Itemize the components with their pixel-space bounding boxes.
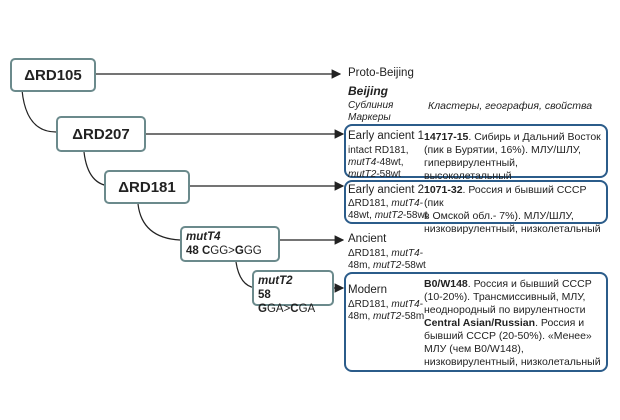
node-mutT2-sub: 58 GGA>CGA [258, 289, 316, 315]
box-modern: Modern ΔRD181, mutT4- 48m, mutT2-58m B0/… [344, 272, 608, 372]
node-rd105-label: ΔRD105 [24, 66, 82, 84]
node-mutT4-title: mutT4 [186, 231, 221, 243]
header-clusters: Кластеры, география, свойства [428, 100, 593, 112]
header-beijing: Beijing [348, 84, 389, 98]
node-mutT4-sub: 48 CGG>GGG [186, 245, 262, 257]
early-ancient-2-markers: ΔRD181, mutT4- 48wt, mutT2-58wt [348, 198, 428, 221]
connector-rd181-mutT4 [137, 203, 181, 241]
early-ancient-1-name: Early ancient 1 [348, 130, 425, 142]
node-rd207: ΔRD207 [56, 116, 146, 152]
box-early-ancient-1: Early ancient 1 intact RD181, mutT4-48wt… [344, 124, 608, 182]
early-ancient-2-name: Early ancient 2 [348, 184, 425, 196]
node-rd207-label: ΔRD207 [72, 125, 130, 143]
node-mutT2-title: mutT2 [258, 275, 293, 287]
ancient-name: Ancient [348, 233, 387, 245]
header-markers: Маркеры [348, 112, 391, 123]
ancient-markers: ΔRD181, mutT4- 48m, mutT2-58wt [348, 248, 426, 271]
node-rd181: ΔRD181 [104, 170, 190, 204]
box-early-ancient-2: Early ancient 2 ΔRD181, mutT4- 48wt, mut… [344, 180, 608, 235]
modern-name: Modern [348, 284, 387, 296]
node-mutT4: mutT4 48 CGG>GGG [180, 226, 280, 262]
connector-rd105-rd207 [21, 89, 57, 133]
header-sublineage: Сублиния [348, 100, 394, 111]
node-rd105: ΔRD105 [10, 58, 96, 92]
early-ancient-1-desc: 14717-15. Сибирь и Дальний Восток (пик в… [424, 131, 601, 182]
modern-desc: B0/W148. Россия и бывший СССР (10-20%). … [424, 278, 601, 368]
proto-beijing-label: Proto-Beijing [348, 67, 414, 79]
node-rd181-label: ΔRD181 [118, 178, 176, 196]
early-ancient-1-markers: intact RD181, mutT4-48wt, mutT2-58wt [348, 145, 409, 180]
modern-markers: ΔRD181, mutT4- 48m, mutT2-58m [348, 299, 425, 322]
node-mutT2: mutT2 58 GGA>CGA [252, 270, 334, 315]
early-ancient-2-desc: 1071-32. Россия и бывший СССР (пик в Омс… [424, 184, 601, 235]
